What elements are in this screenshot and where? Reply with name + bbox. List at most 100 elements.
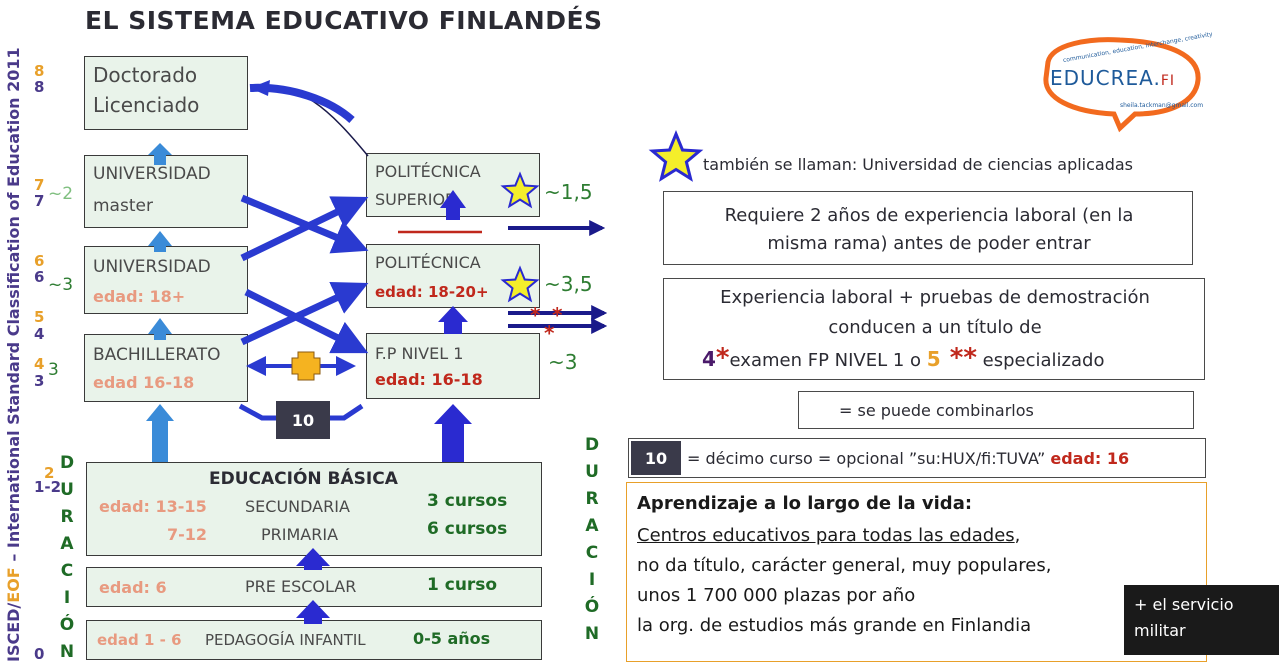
- experience-line2: conducen a un título de: [828, 317, 1042, 338]
- isced-level-6-dur: ~3: [48, 275, 74, 295]
- universidad-title: UNIVERSIDAD: [93, 257, 211, 277]
- combine-legend-box: = se puede combinarlos: [798, 391, 1194, 429]
- preescolar-age: edad: 6: [99, 578, 167, 597]
- military-line2: militar: [1134, 621, 1186, 640]
- politecnica-superior-title: POLITÉCNICA: [375, 162, 481, 181]
- educacion-basica-box: EDUCACIÓN BÁSICA edad: 13-15 SECUNDARIA …: [86, 462, 542, 556]
- fp-nivel-1-box: F.P NIVEL 1 edad: 16-18: [366, 333, 540, 399]
- duracion-right-letter: N: [584, 624, 600, 644]
- duracion-right: D U R A C I Ó N: [583, 432, 601, 648]
- asterisk-icon: *: [552, 303, 563, 327]
- licenciado-label: Licenciado: [93, 93, 200, 117]
- bachillerato-title: BACHILLERATO: [93, 345, 221, 365]
- experience-mid: examen FP NIVEL 1 o: [729, 350, 927, 371]
- experience-line3: 4*examen FP NIVEL 1 o 5 ** especializado: [702, 343, 1104, 373]
- duracion-right-letter: D: [584, 435, 600, 455]
- level-5-number: 5: [926, 347, 941, 371]
- ten-legend-text: = décimo curso = opcional ”su:HUX/fi:TUV…: [687, 449, 1129, 468]
- ten-badge: 10: [276, 401, 330, 439]
- bachillerato-age: edad 16-18: [93, 373, 195, 392]
- experience-end: especializado: [976, 350, 1105, 371]
- lifelong-line4: la org. de estudios más grande en Finlan…: [637, 615, 1032, 636]
- isced-level-7b: 7: [34, 176, 45, 194]
- isced-level-4: 4: [34, 355, 45, 373]
- universidad-box: UNIVERSIDAD edad: 18+: [84, 246, 248, 314]
- isced-level-12b: 2: [44, 464, 55, 482]
- logo-suffix: FI: [1160, 73, 1176, 89]
- duracion-right-letter: I: [588, 570, 596, 590]
- educacion-basica-title: EDUCACIÓN BÁSICA: [209, 469, 398, 489]
- universidad-master-sub: master: [93, 196, 153, 216]
- logo-text: EDUCREA.FI: [1050, 66, 1175, 90]
- page-title: EL SISTEMA EDUCATIVO FINLANDÉS: [85, 6, 603, 35]
- cross-arrows-top: [240, 194, 369, 262]
- lifelong-line2: no da título, carácter general, muy popu…: [637, 555, 1052, 576]
- up-arrow-icon: [438, 306, 468, 334]
- politecnica-superior-sub: SUPERIOR: [375, 190, 457, 209]
- primaria-label: PRIMARIA: [261, 525, 339, 544]
- universidad-master-box: UNIVERSIDAD master: [84, 155, 248, 228]
- lifelong-line1-comma: ,: [1014, 525, 1021, 546]
- ten-legend-box: 10 = décimo curso = opcional ”su:HUX/fi:…: [628, 438, 1206, 478]
- ten-connector-right: [330, 403, 364, 421]
- isced-level-7: 7: [34, 192, 45, 210]
- preescolar-label: PRE ESCOLAR: [245, 577, 357, 596]
- star-icon: [648, 130, 704, 182]
- requirement-box: Requiere 2 años de experiencia laboral (…: [663, 191, 1193, 265]
- fp-duration: ~3: [548, 350, 578, 374]
- pedagogia-label: PEDAGOGÍA INFANTIL: [205, 631, 366, 649]
- isced-level-3: 3: [34, 372, 45, 390]
- duracion-right-letter: Ó: [584, 597, 600, 617]
- primaria-duration: 6 cursos: [427, 519, 508, 539]
- up-arrow-icon: [434, 404, 472, 462]
- cross-arrow: [240, 281, 369, 346]
- duracion-left-letter: A: [60, 534, 74, 554]
- curve-arrow: [249, 83, 355, 124]
- lifelong-line1: Centros educativos para todas las edades…: [637, 525, 1020, 546]
- fp-title: F.P NIVEL 1: [375, 344, 464, 363]
- isced-level-8: 8: [34, 78, 45, 96]
- duracion-left-letter: R: [60, 507, 74, 527]
- duracion-right-letter: C: [585, 543, 599, 563]
- up-arrow-icon: [146, 404, 174, 462]
- duracion-left: D U R A C I Ó N: [58, 450, 76, 666]
- logo-arc-top: communication, education, interchange, c…: [1062, 30, 1214, 65]
- lifelong-line1-underlined: Centros educativos para todas las edades: [637, 525, 1015, 546]
- secundaria-age: edad: 13-15: [99, 497, 207, 516]
- duracion-left-letter: C: [60, 561, 74, 581]
- isced-level-8b: 8: [34, 62, 45, 80]
- universidad-master-title: UNIVERSIDAD: [93, 164, 211, 184]
- star-legend-text: también se llaman: Universidad de cienci…: [703, 155, 1134, 174]
- curve-arrowhead-icon: [250, 80, 270, 96]
- asterisk-icon: *: [544, 321, 555, 345]
- preescolar-box: edad: 6 PRE ESCOLAR 1 curso: [86, 567, 542, 607]
- secundaria-label: SECUNDARIA: [245, 497, 350, 516]
- primaria-age: 7-12: [167, 525, 208, 544]
- ten-legend-desc: = décimo curso = opcional ”su:HUX/fi:TUV…: [687, 449, 1051, 468]
- asterisk-icon: **: [940, 343, 977, 373]
- ten-legend-age: edad: 16: [1050, 449, 1130, 468]
- military-box: + el servicio militar: [1124, 585, 1279, 655]
- duracion-left-letter: I: [63, 588, 71, 608]
- fp-age: edad: 16-18: [375, 370, 483, 389]
- isced-rest: – International Standard Classification …: [4, 47, 23, 568]
- cross-arrows-bottom: [240, 281, 369, 354]
- pedagogia-age: edad 1 - 6: [97, 631, 182, 649]
- politecnica-age: edad: 18-20+: [375, 283, 489, 301]
- politecnica-superior-duration: ~1,5: [544, 180, 593, 204]
- combine-legend-text: = se puede combinarlos: [839, 401, 1034, 420]
- duracion-left-letter: U: [60, 480, 74, 500]
- preescolar-duration: 1 curso: [427, 575, 498, 595]
- isced-label: ISCED/EOF – International Standard Class…: [4, 47, 23, 662]
- isced-level-12: 1-2: [34, 478, 62, 496]
- universidad-age: edad: 18+: [93, 287, 186, 306]
- cross-arrow: [240, 194, 369, 254]
- experience-line1: Experiencia laboral + pruebas de demostr…: [720, 287, 1150, 308]
- isced-level-7-dur: ~2: [48, 184, 74, 204]
- logo-arc-bottom: sheila.tackman@gmail.com: [1120, 102, 1204, 109]
- secundaria-duration: 3 cursos: [427, 491, 508, 511]
- politecnica-superior-box: POLITÉCNICA SUPERIOR: [366, 153, 540, 217]
- cross-arrow: [244, 288, 369, 354]
- lifelong-box: Aprendizaje a lo largo de la vida: Centr…: [626, 482, 1207, 662]
- isced-eof: EOF: [4, 567, 23, 603]
